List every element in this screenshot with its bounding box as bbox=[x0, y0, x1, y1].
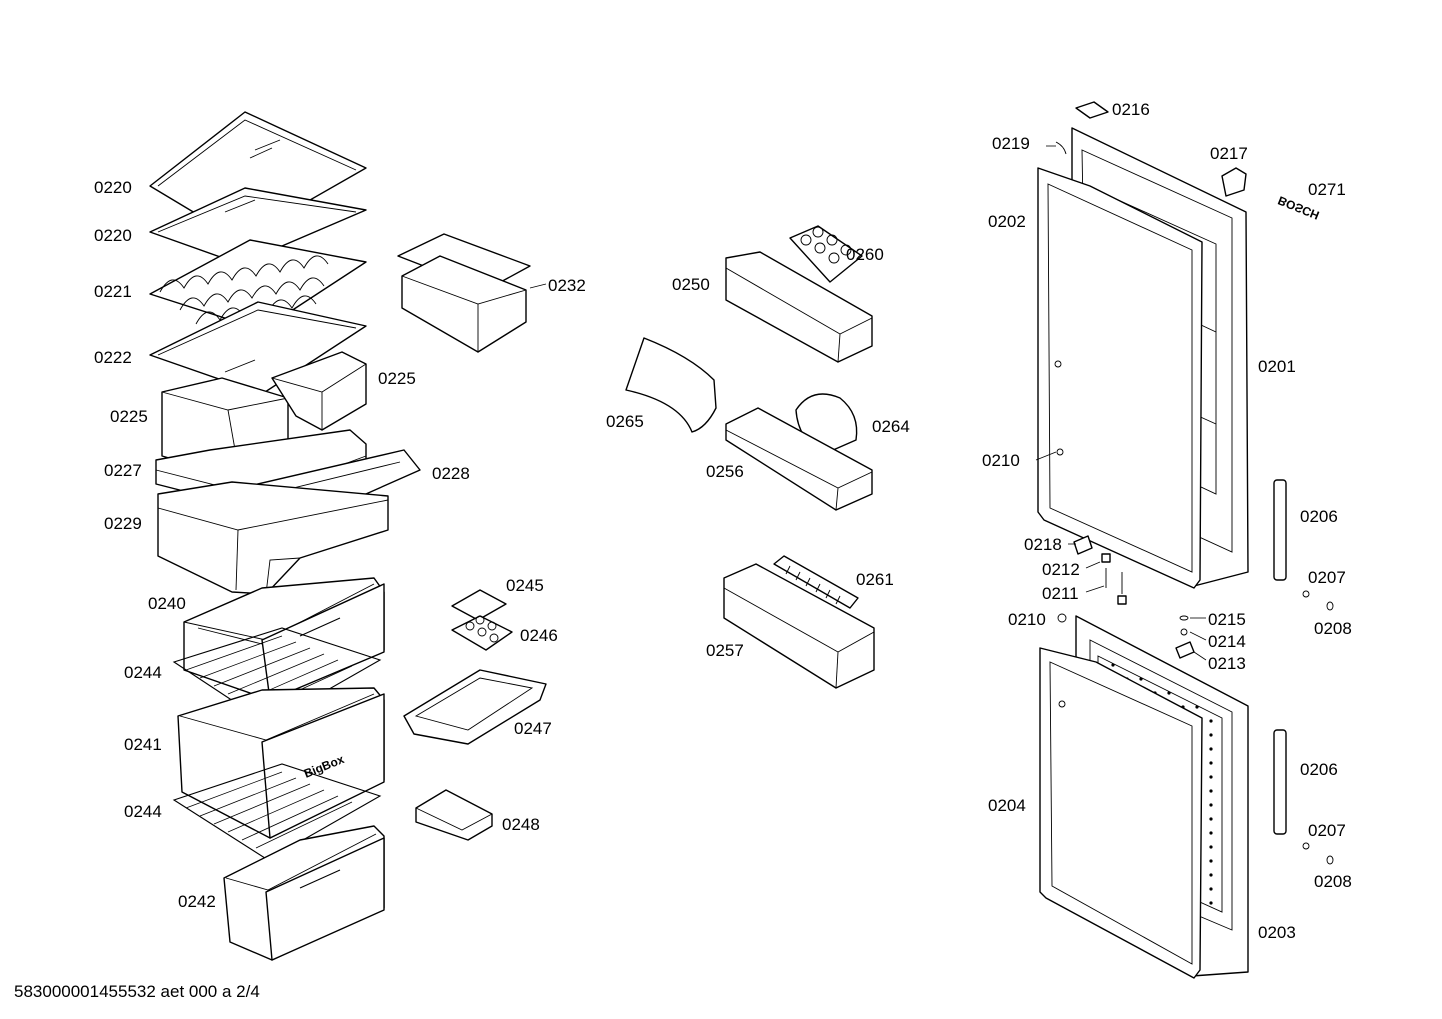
small-hardware bbox=[1054, 360, 1334, 865]
hinge-cover bbox=[1221, 167, 1247, 197]
callout-0210a: 0210 bbox=[982, 451, 1020, 470]
door-shelf-bottle bbox=[723, 563, 875, 689]
callout-0221: 0221 bbox=[94, 282, 132, 301]
door-shelf-middle bbox=[725, 407, 873, 511]
wine-rack-shelf bbox=[149, 239, 367, 331]
hinge-pin bbox=[1055, 141, 1067, 155]
callout-0257: 0257 bbox=[706, 641, 744, 660]
callout-0216: 0216 bbox=[1112, 100, 1150, 119]
callout-0206a: 0206 bbox=[1300, 507, 1338, 526]
callout-0219: 0219 bbox=[992, 134, 1030, 153]
callout-0213: 0213 bbox=[1208, 654, 1246, 673]
egg-tray bbox=[789, 225, 863, 283]
base-tray bbox=[157, 481, 389, 595]
upper-door-gasket bbox=[1037, 167, 1203, 589]
callout-0206b: 0206 bbox=[1300, 760, 1338, 779]
ice-tray-lid bbox=[451, 589, 507, 621]
callout-0240: 0240 bbox=[148, 594, 186, 613]
callout-0217: 0217 bbox=[1210, 144, 1248, 163]
callout-0271: 0271 bbox=[1308, 180, 1346, 199]
callout-0244b: 0244 bbox=[124, 802, 162, 821]
callout-0232: 0232 bbox=[548, 276, 586, 295]
butter-tray-frame bbox=[397, 233, 531, 353]
callout-0241: 0241 bbox=[124, 735, 162, 754]
callout-0246: 0246 bbox=[520, 626, 558, 645]
callout-0227: 0227 bbox=[104, 461, 142, 480]
callout-0260: 0260 bbox=[846, 245, 884, 264]
glass-shelf-second bbox=[149, 187, 367, 265]
cold-pack bbox=[415, 789, 493, 841]
lower-door-gasket bbox=[1039, 647, 1203, 979]
callout-0250: 0250 bbox=[672, 275, 710, 294]
callout-0264: 0264 bbox=[872, 417, 910, 436]
callout-0248: 0248 bbox=[502, 815, 540, 834]
callout-0261: 0261 bbox=[856, 570, 894, 589]
callout-0220b: 0220 bbox=[94, 226, 132, 245]
callout-0215: 0215 bbox=[1208, 610, 1246, 629]
callout-0214: 0214 bbox=[1208, 632, 1246, 651]
door-shelf-upper bbox=[725, 251, 873, 363]
callout-0225l: 0225 bbox=[110, 407, 148, 426]
callout-0245: 0245 bbox=[506, 576, 544, 595]
callout-0207a: 0207 bbox=[1308, 568, 1346, 587]
callout-0218: 0218 bbox=[1024, 535, 1062, 554]
callout-0207b: 0207 bbox=[1308, 821, 1346, 840]
callout-0242: 0242 bbox=[178, 892, 216, 911]
callout-0212: 0212 bbox=[1042, 560, 1080, 579]
callout-0222: 0222 bbox=[94, 348, 132, 367]
callout-0225r: 0225 bbox=[378, 369, 416, 388]
callout-0265: 0265 bbox=[606, 412, 644, 431]
bigbox-drawer: BigBox bbox=[177, 687, 385, 839]
callout-0256: 0256 bbox=[706, 462, 744, 481]
callout-0210b: 0210 bbox=[1008, 610, 1046, 629]
document-reference: 583000001455532 aet 000 a 2/4 bbox=[14, 982, 260, 1001]
bottle-divider bbox=[773, 555, 859, 609]
callout-0208b: 0208 bbox=[1314, 872, 1352, 891]
door-handle-lower bbox=[1273, 729, 1287, 835]
callout-0201: 0201 bbox=[1258, 357, 1296, 376]
ice-cube-tray bbox=[451, 615, 513, 651]
callout-0203: 0203 bbox=[1258, 923, 1296, 942]
callout-0204: 0204 bbox=[988, 796, 1026, 815]
fruit-drawer bbox=[183, 577, 385, 701]
bottom-drawer bbox=[223, 825, 385, 961]
bottle-retainer bbox=[625, 337, 717, 433]
leader-lines bbox=[529, 145, 1207, 661]
wire-grid-lower bbox=[172, 763, 382, 861]
ice-tray-pan bbox=[403, 669, 547, 745]
callout-0220a: 0220 bbox=[94, 178, 132, 197]
callout-0247: 0247 bbox=[514, 719, 552, 738]
callout-0244a: 0244 bbox=[124, 663, 162, 682]
callout-0208a: 0208 bbox=[1314, 619, 1352, 638]
door-handle-upper bbox=[1273, 479, 1287, 581]
callout-0229: 0229 bbox=[104, 514, 142, 533]
callout-0211: 0211 bbox=[1042, 584, 1079, 603]
upper-door-cap bbox=[1075, 101, 1109, 119]
callout-0228: 0228 bbox=[432, 464, 470, 483]
callout-0202: 0202 bbox=[988, 212, 1026, 231]
